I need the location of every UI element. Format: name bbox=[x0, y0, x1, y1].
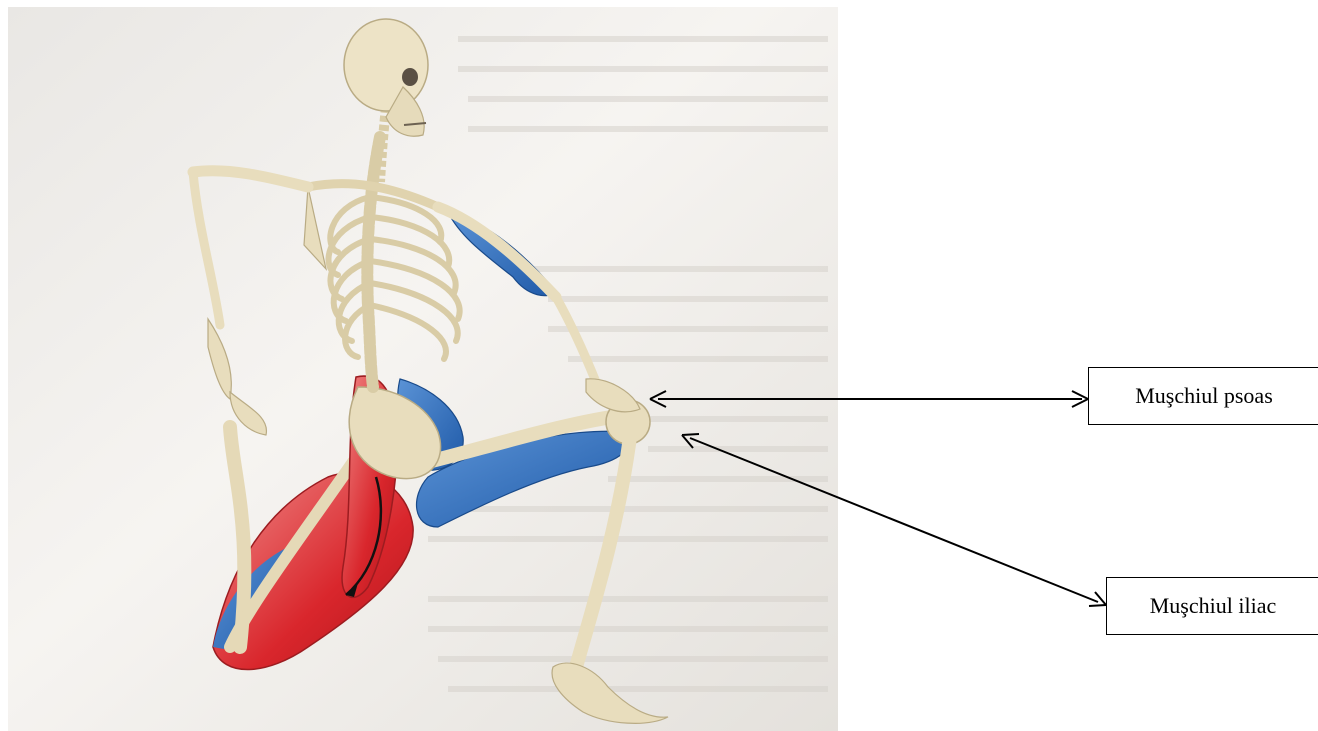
iliac-arrow-line bbox=[690, 438, 1098, 602]
label-psoas-text: Muşchiul psoas bbox=[1135, 385, 1273, 407]
label-iliac: Muşchiul iliac bbox=[1106, 577, 1318, 635]
label-psoas: Muşchiul psoas bbox=[1088, 367, 1318, 425]
label-iliac-text: Muşchiul iliac bbox=[1150, 595, 1276, 617]
